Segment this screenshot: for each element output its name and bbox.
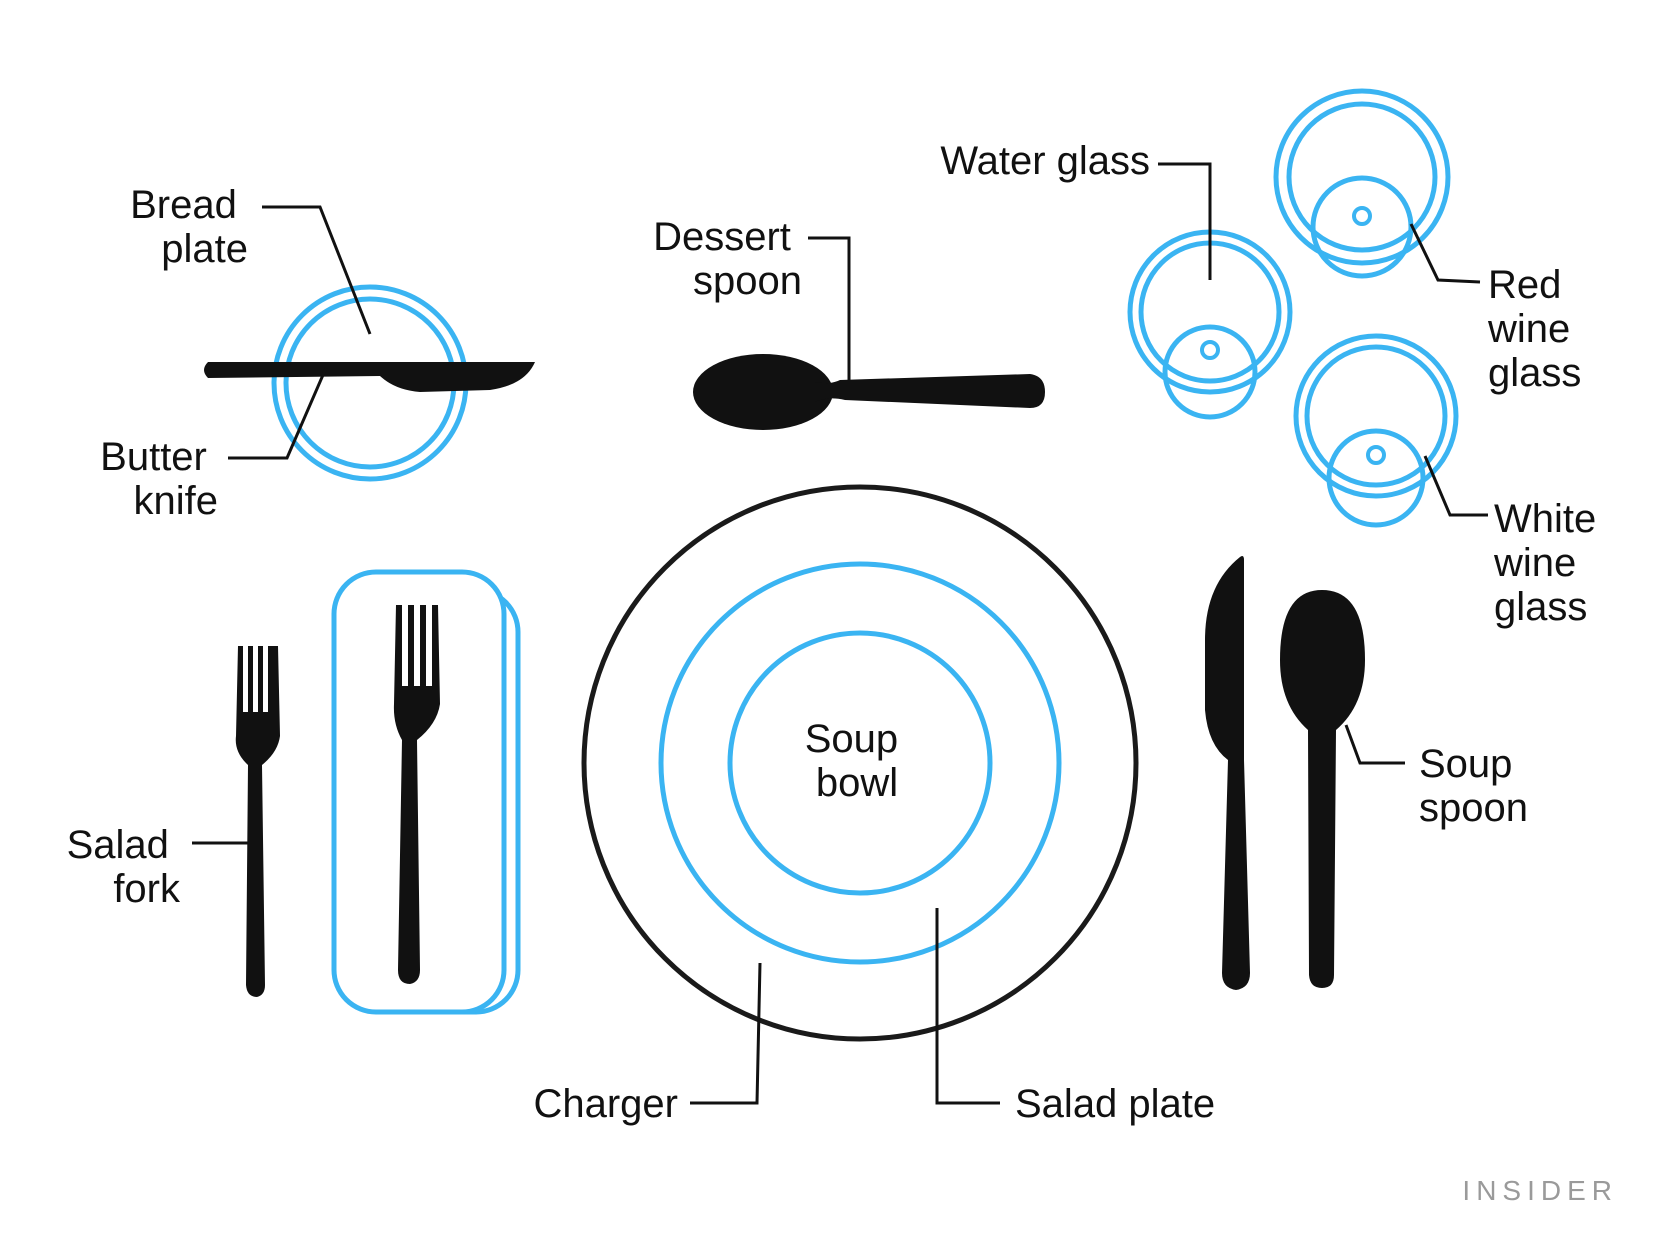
white-wine-glass-leader [1423, 455, 1488, 517]
soup-bowl-icon [727, 630, 993, 896]
salad-plate-icon [658, 561, 1062, 965]
white-wine-glass-icon [1293, 333, 1459, 528]
salad-fork-icon [235, 646, 280, 997]
soup-spoon-icon [1280, 590, 1365, 988]
dinner-knife-icon [1205, 556, 1250, 990]
salad-plate-label: Salad plate [1015, 1082, 1215, 1126]
red-wine-glass-leader [1409, 223, 1481, 284]
charger-label: Charger [533, 1082, 678, 1126]
butter-knife-icon [204, 362, 535, 392]
butter-knife-leader [228, 367, 328, 460]
bread-plate-leader [262, 205, 372, 335]
soup-spoon-leader [1344, 724, 1405, 765]
dessert-spoon-label: Dessert spoon [653, 215, 802, 303]
leader-lines [192, 162, 1488, 1105]
bread-plate-label: Bread plate [130, 183, 248, 271]
napkin-icon [331, 569, 521, 1015]
red-wine-glass-label: Red wine glass [1487, 263, 1581, 395]
water-glass-leader [1158, 162, 1212, 280]
dessert-spoon-icon [693, 354, 1045, 430]
soup-bowl-label: Soup bowl [805, 717, 910, 805]
salad-fork-label: Salad fork [67, 823, 181, 911]
salad-plate-leader [935, 908, 1000, 1105]
white-wine-glass-label: White wine glass [1493, 497, 1607, 629]
dinner-fork-icon [393, 605, 440, 984]
water-glass-label: Water glass [940, 139, 1150, 183]
brand-logo: INSIDER [1462, 1175, 1618, 1206]
dessert-spoon-leader [808, 236, 851, 384]
soup-spoon-label: Soup spoon [1419, 742, 1528, 830]
charger-leader [690, 962, 762, 1105]
charger-icon [581, 484, 1139, 1042]
butter-knife-label: Butter knife [100, 435, 218, 523]
